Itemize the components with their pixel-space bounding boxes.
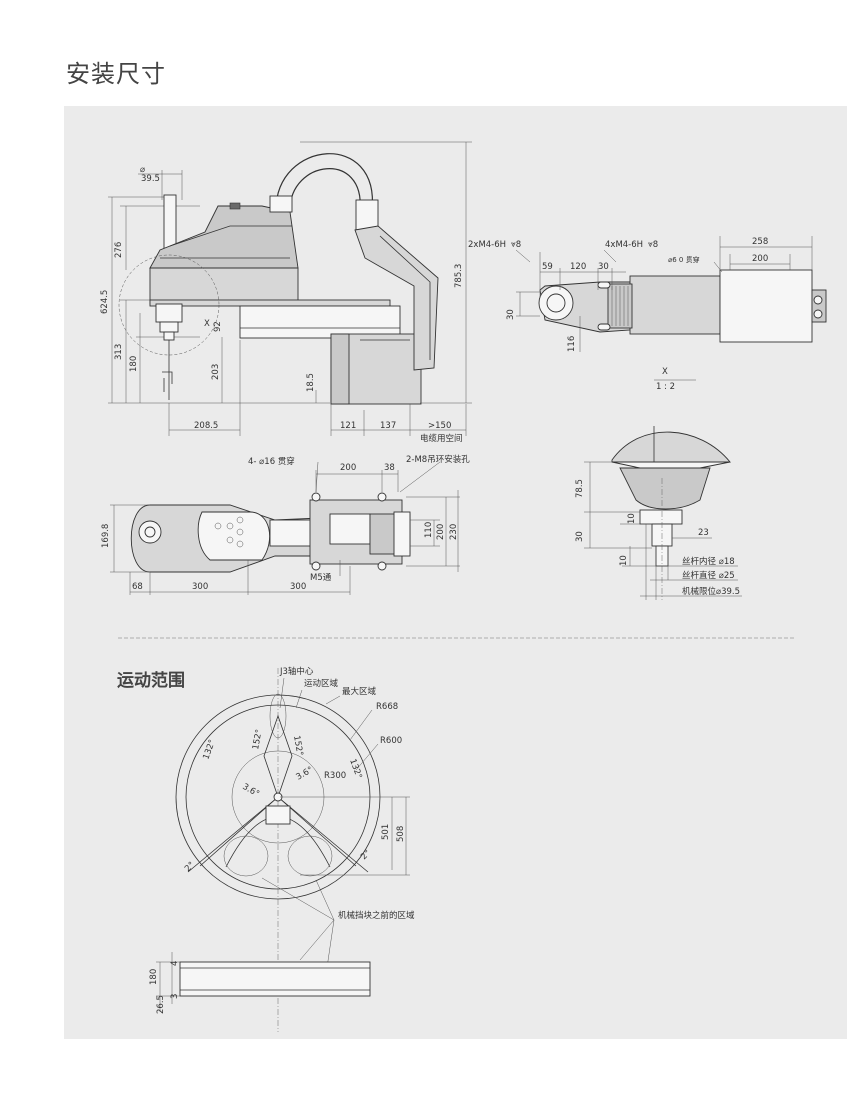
dim-120: 120 [570,262,586,272]
m5-label: M5通 [310,572,332,583]
dim-3: 3 [170,994,180,999]
dim-180-base: 180 [149,969,159,985]
motion-area-label: 运动区域 [304,678,339,689]
angle-3-6a: 3.6° [241,782,261,800]
dim-200: 200 [752,254,768,264]
stopper-area-label: 机械挡块之前的区域 [338,910,415,921]
dim-624-5: 624.5 [100,290,110,314]
dim-121: 121 [340,421,356,431]
dim-300a: 300 [192,582,208,592]
dim-30-shaft: 30 [575,531,585,542]
dim-10a: 10 [627,513,637,524]
r668-label: R668 [376,702,398,712]
dim-300b: 300 [290,582,306,592]
dim-508: 508 [396,826,406,842]
drawing-panel: ⌀ 39.5 276 624.5 313 180 X 92 203 18.5 7… [64,106,847,1039]
dim-30b: 30 [506,309,516,320]
angle-2b: 2° [359,848,373,862]
hole-label: 4- ⌀16 贯穿 [248,456,295,467]
depth-8b: ⩔8 [648,240,658,250]
dim-10b: 10 [619,555,629,566]
motion-range-view: J3轴中心 运动区域 最大区域 R668 R600 R300 132° 152°… [149,666,415,1032]
shaft-view: 78.5 10 30 23 10 丝杆内径 ⌀18 丝杆直径 ⌀25 机械限位⌀… [575,426,742,600]
technical-drawing: ⌀ 39.5 276 624.5 313 180 X 92 203 18.5 7… [100,141,827,1032]
through-hole-label: ⌀6 0 贯穿 [668,255,700,264]
dim-258: 258 [752,237,768,247]
dim-26-5: 26.5 [156,995,166,1014]
label-4xm4: 4xM4-6H [605,240,643,250]
view-label-x: X [662,367,668,377]
outer-dia-label: 丝杆直径 ⌀25 [682,570,735,581]
dim-92: 92 [213,321,223,332]
dim-59: 59 [542,262,553,272]
dim-200-top: 200 [340,463,356,473]
dim-68: 68 [132,582,143,592]
dim-276: 276 [114,242,124,258]
r600-label: R600 [380,736,402,746]
top-view: 4- ⌀16 贯穿 200 38 2-M8吊环安装孔 169.8 110 200… [101,454,470,595]
dim-gt150: >150 [428,421,451,431]
dim-39-5: 39.5 [141,174,160,184]
dim-30a: 30 [598,262,609,272]
cable-space-label: 电缆用空间 [420,433,463,444]
max-area-label: 最大区域 [342,686,377,697]
dim-230: 230 [449,524,459,540]
j3-center-label: J3轴中心 [279,666,314,677]
angle-132b: 132° [347,758,363,781]
dim-116: 116 [567,336,577,352]
depth-8a: ⩔8 [511,240,521,250]
dim-501: 501 [381,824,391,840]
page-title: 安装尺寸 [66,60,166,88]
label-2xm4: 2xM4-6H [468,240,506,250]
r300-label: R300 [324,771,346,781]
angle-3-6b: 3.6° [295,765,315,783]
label-x: X [204,319,210,329]
detail-x-view: 2xM4-6H ⩔8 4xM4-6H ⩔8 ⌀6 0 贯穿 258 200 59… [468,236,827,392]
dim-23: 23 [698,528,709,538]
angle-2a: 2° [183,860,197,874]
dim-180: 180 [129,356,139,372]
dim-169-8: 169.8 [101,524,111,548]
dim-78-5: 78.5 [575,479,585,498]
dia-symbol: ⌀ [140,165,145,175]
m8-label: 2-M8吊环安装孔 [406,454,470,465]
dim-4: 4 [170,961,180,966]
dim-18-5: 18.5 [306,373,316,392]
dim-785-3: 785.3 [454,264,464,288]
limit-dia-label: 机械限位⌀39.5 [682,586,740,597]
dim-200-vert: 200 [436,524,446,540]
dim-203: 203 [211,364,221,380]
scale-label: 1 : 2 [656,382,675,392]
dim-313: 313 [114,344,124,360]
dim-38: 38 [384,463,395,473]
inner-dia-label: 丝杆内径 ⌀18 [682,556,735,567]
angle-132a: 132° [201,738,217,761]
side-view: ⌀ 39.5 276 624.5 313 180 X 92 203 18.5 7… [100,141,472,444]
motion-section-title: 运动范围 [117,671,185,691]
angle-152a: 152° [251,729,264,751]
dim-208-5: 208.5 [194,421,218,431]
dim-137: 137 [380,421,396,431]
angle-152b: 152° [291,735,304,757]
dim-110: 110 [424,522,434,538]
